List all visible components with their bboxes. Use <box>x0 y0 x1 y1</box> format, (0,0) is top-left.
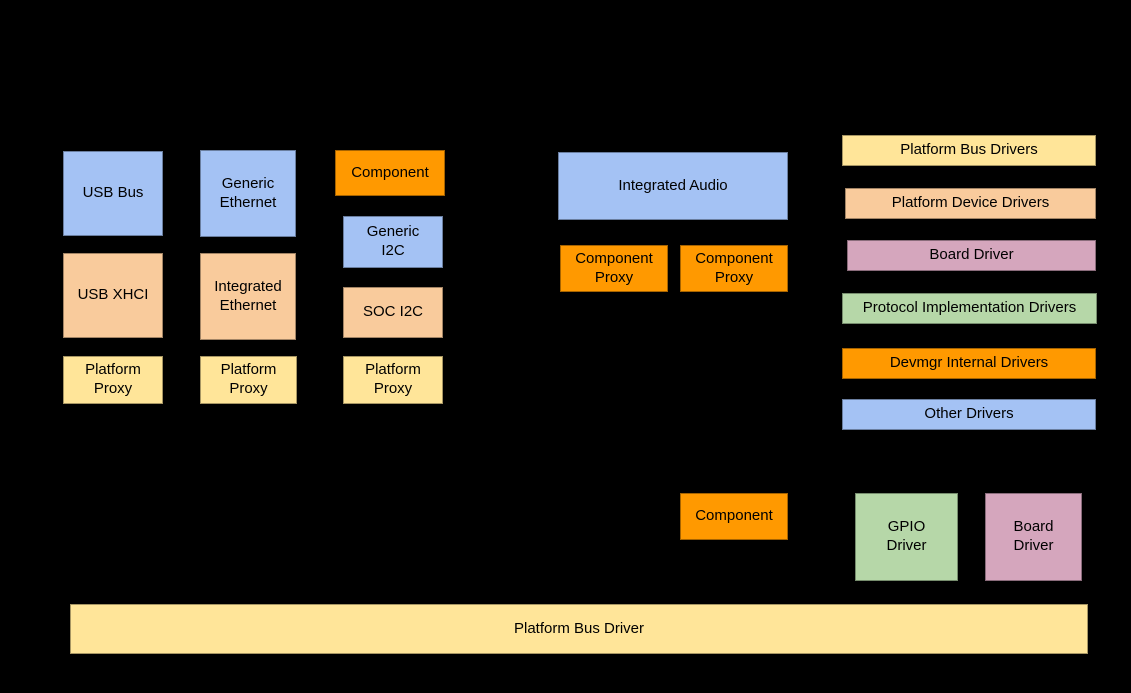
box-integrated-ethernet-label: Integrated Ethernet <box>214 277 282 314</box>
box-ethernet-platform-proxy-label: Platform Proxy <box>220 361 277 397</box>
box-component-proxy-1: Component Proxy <box>560 245 668 292</box>
legend-protocol-implementation-drivers: Protocol Implementation Drivers <box>842 293 1097 324</box>
box-soc-i2c: SOC I2C <box>343 287 443 338</box>
legend-devmgr-internal-drivers: Devmgr Internal Drivers <box>842 348 1096 379</box>
box-generic-i2c: Generic I2C <box>343 216 443 268</box>
box-usb-xhci: USB XHCI <box>63 253 163 338</box>
box-usb-bus: USB Bus <box>63 151 163 236</box>
box-component-label: Component <box>695 507 773 525</box>
box-usb-platform-proxy: Platform Proxy <box>63 356 163 404</box>
box-i2c-component-label: Component <box>351 163 429 181</box>
legend-platform-bus-drivers-label: Platform Bus Drivers <box>900 141 1038 159</box>
box-platform-bus-driver: Platform Bus Driver <box>70 604 1088 654</box>
box-i2c-platform-proxy-label: Platform Proxy <box>365 361 421 397</box>
box-board-driver: Board Driver <box>985 493 1082 581</box>
box-i2c-component: Component <box>335 150 445 196</box>
box-usb-bus-label: USB Bus <box>82 184 144 202</box>
box-gpio-driver-label: GPIO Driver <box>886 518 927 554</box>
legend-other-drivers-label: Other Drivers <box>924 405 1014 423</box>
box-i2c-platform-proxy: Platform Proxy <box>343 356 443 404</box>
legend-devmgr-internal-drivers-label: Devmgr Internal Drivers <box>889 354 1049 372</box>
box-component-proxy-2: Component Proxy <box>680 245 788 292</box>
box-generic-ethernet: Generic Ethernet <box>200 150 296 237</box>
box-component-proxy-1-label: Component Proxy <box>575 249 653 286</box>
box-generic-i2c-label: Generic I2C <box>366 223 420 259</box>
legend-platform-device-drivers: Platform Device Drivers <box>845 188 1096 219</box>
box-platform-bus-driver-label: Platform Bus Driver <box>513 619 645 637</box>
legend-protocol-implementation-drivers-label: Protocol Implementation Drivers <box>862 299 1077 317</box>
box-gpio-driver: GPIO Driver <box>855 493 958 581</box>
box-ethernet-platform-proxy: Platform Proxy <box>200 356 297 404</box>
legend-board-driver-label: Board Driver <box>929 246 1014 264</box>
box-integrated-audio-label: Integrated Audio <box>618 176 728 194</box>
box-generic-ethernet-label: Generic Ethernet <box>219 174 277 211</box>
box-component: Component <box>680 493 788 540</box>
legend-platform-bus-drivers: Platform Bus Drivers <box>842 135 1096 166</box>
box-usb-platform-proxy-label: Platform Proxy <box>85 361 141 397</box>
box-integrated-audio: Integrated Audio <box>558 152 788 220</box>
legend-platform-device-drivers-label: Platform Device Drivers <box>891 194 1050 212</box>
box-component-proxy-2-label: Component Proxy <box>695 249 773 286</box>
box-usb-xhci-label: USB XHCI <box>77 286 149 304</box>
legend-board-driver: Board Driver <box>847 240 1096 271</box>
box-soc-i2c-label: SOC I2C <box>362 303 423 321</box>
box-integrated-ethernet: Integrated Ethernet <box>200 253 296 340</box>
box-board-driver-label: Board Driver <box>1013 518 1054 554</box>
legend-other-drivers: Other Drivers <box>842 399 1096 430</box>
